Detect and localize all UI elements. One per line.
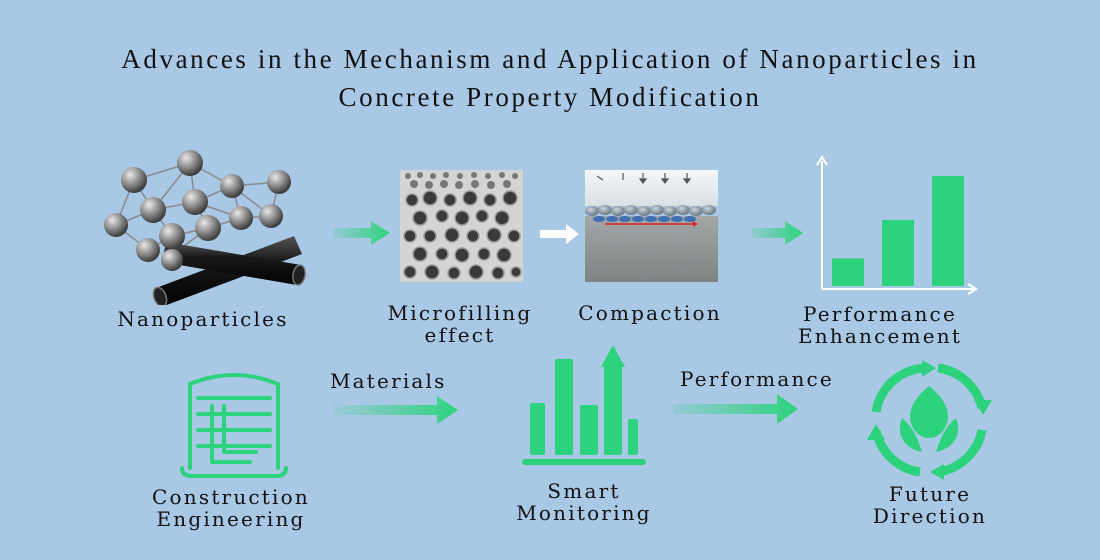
chart-x-axis	[822, 283, 978, 295]
performance-bar-1	[832, 258, 864, 286]
performance-bar-2	[882, 220, 914, 286]
arrow-label-performance: Performance	[680, 367, 834, 391]
arrow-performance	[673, 394, 798, 424]
label-performance-line-1: Performance	[803, 302, 957, 326]
label-microfilling-line-1: Microfilling	[387, 301, 533, 325]
chart-y-axis	[816, 155, 828, 289]
label-nanoparticles: Nanoparticles	[117, 307, 289, 331]
title-line-1: Advances in the Mechanism and Applicatio…	[121, 44, 979, 74]
label-future-line-2: Direction	[872, 504, 988, 528]
label-future-direction: Future Direction	[840, 483, 1020, 527]
microfilling-texture-image	[400, 170, 523, 282]
compaction-force-arrows	[596, 173, 692, 184]
compaction-image	[585, 170, 718, 282]
diagram-title: Advances in the Mechanism and Applicatio…	[0, 40, 1100, 116]
label-smart-line-1: Smart	[547, 479, 621, 503]
performance-bar-chart	[816, 155, 978, 295]
label-microfilling-line-2: effect	[424, 323, 496, 347]
future-direction-icon	[867, 360, 992, 480]
label-performance-enhancement: Performance Enhancement	[780, 303, 980, 347]
label-performance-line-2: Enhancement	[797, 324, 963, 348]
label-smart-line-2: Monitoring	[516, 501, 652, 525]
performance-bar-3	[932, 176, 964, 286]
arrow-microfilling-to-compaction	[540, 224, 579, 244]
label-microfilling: Microfilling effect	[372, 302, 548, 346]
construction-engineering-icon	[180, 373, 288, 478]
label-future-line-1: Future	[888, 482, 972, 506]
arrow-label-materials: Materials	[330, 369, 447, 393]
label-construction-line-2: Engineering	[156, 507, 306, 531]
nanoparticles-illustration	[104, 150, 306, 305]
arrow-nanoparticles-to-microfilling	[333, 221, 390, 245]
label-smart-monitoring: Smart Monitoring	[494, 480, 674, 524]
smart-monitoring-icon	[522, 345, 646, 465]
nanotube-right	[162, 242, 306, 286]
title-line-2: Concrete Property Modification	[338, 82, 762, 112]
arrow-materials	[333, 396, 458, 424]
arrow-compaction-to-performance	[752, 221, 803, 245]
label-compaction: Compaction	[578, 301, 722, 325]
label-construction-line-1: Construction	[152, 485, 310, 509]
label-construction-engineering: Construction Engineering	[138, 486, 324, 530]
nanoparticle-spheres	[104, 150, 291, 271]
